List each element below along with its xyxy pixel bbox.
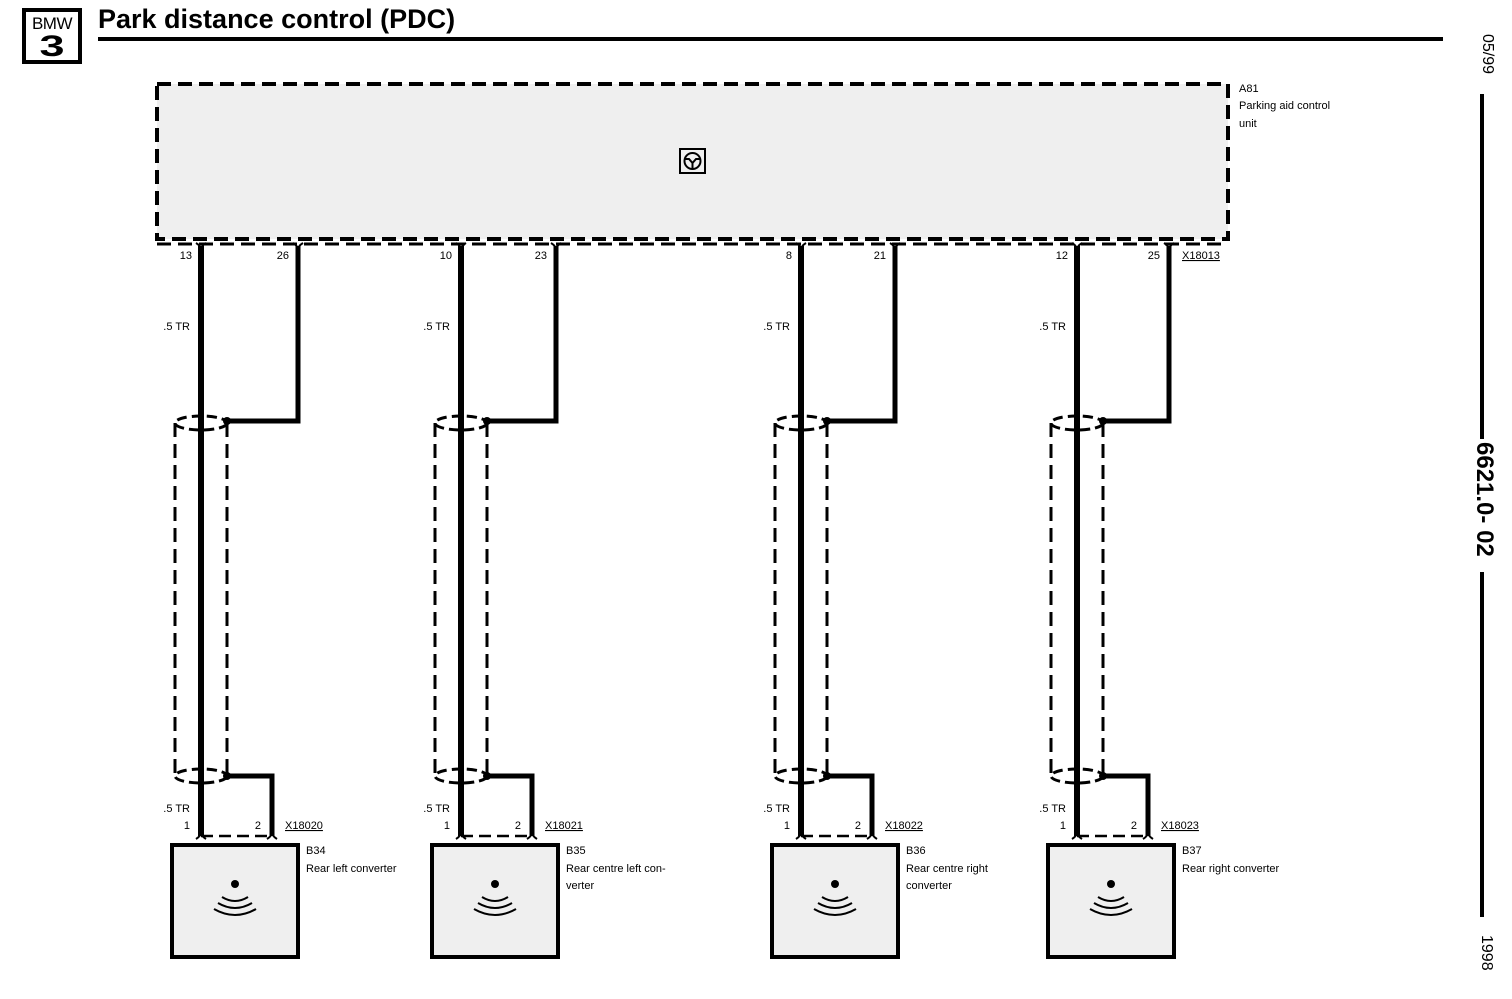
control-unit-id: A81 bbox=[1239, 83, 1259, 95]
wire-spec-label: .5 TR bbox=[763, 321, 790, 333]
pin-terminal bbox=[1071, 831, 1083, 840]
unit-pin-label: 12 bbox=[1056, 250, 1068, 262]
wire-shield-top[interactable] bbox=[1103, 246, 1172, 424]
sidebar-doc-number: 6621.0- 02 bbox=[1471, 442, 1498, 557]
control-unit-name-line1: Parking aid control bbox=[1239, 100, 1330, 112]
pin-terminal bbox=[866, 831, 878, 840]
sensor-pin-label: 2 bbox=[1131, 820, 1137, 832]
wire-shield-top[interactable] bbox=[227, 246, 301, 424]
pin-terminal bbox=[292, 242, 304, 251]
sensor-pin-label: 1 bbox=[444, 820, 450, 832]
sensor-pin-label: 2 bbox=[255, 820, 261, 832]
title-rule bbox=[98, 37, 1443, 41]
pin-terminal bbox=[195, 831, 207, 840]
sensor-name-line2: converter bbox=[906, 880, 952, 892]
sensor-pin-label: 2 bbox=[855, 820, 861, 832]
pin-terminal bbox=[266, 831, 278, 840]
pin-terminal bbox=[1071, 242, 1083, 251]
pin-terminal bbox=[195, 242, 207, 251]
ultrasonic-sensor-icon bbox=[813, 880, 857, 916]
control-unit-name-line2: unit bbox=[1239, 118, 1257, 130]
pin-terminal bbox=[526, 831, 538, 840]
sensor-body[interactable] bbox=[770, 843, 900, 959]
pin-terminal bbox=[1142, 831, 1154, 840]
shield-drain-dot-top bbox=[223, 417, 231, 425]
wire-shield-bottom[interactable] bbox=[827, 773, 875, 836]
shield-drain-dot-top bbox=[1099, 417, 1107, 425]
wire-spec-label: .5 TR bbox=[163, 803, 190, 815]
sensor-pin-label: 1 bbox=[184, 820, 190, 832]
sensor-connector-label: X18020 bbox=[285, 820, 323, 832]
pin-terminal bbox=[455, 831, 467, 840]
shield-drain-dot-bottom bbox=[823, 772, 831, 780]
sensor-name-line1: Rear centre left con- bbox=[566, 863, 666, 875]
unit-pin-label: 21 bbox=[874, 250, 886, 262]
wire-spec-label: .5 TR bbox=[763, 803, 790, 815]
sensor-id-label: B36 bbox=[906, 845, 926, 857]
pin-terminal bbox=[550, 242, 562, 251]
sidebar-date: 05/99 bbox=[1479, 34, 1496, 75]
unit-pin-label: 10 bbox=[440, 250, 452, 262]
unit-pin-label: 26 bbox=[277, 250, 289, 262]
shield-drain-dot-bottom bbox=[1099, 772, 1107, 780]
ultrasonic-sensor-icon bbox=[473, 880, 517, 916]
sensor-pin-label: 1 bbox=[784, 820, 790, 832]
pin-terminal bbox=[889, 242, 901, 251]
sensor-name-line1: Rear left converter bbox=[306, 863, 397, 875]
shield-drain-dot-top bbox=[823, 417, 831, 425]
wire-shield-top[interactable] bbox=[827, 246, 898, 424]
wire-spec-label: .5 TR bbox=[1039, 803, 1066, 815]
wire-spec-label: .5 TR bbox=[163, 321, 190, 333]
wire-shield-top[interactable] bbox=[487, 246, 559, 424]
sidebar-year: 1998 bbox=[1478, 935, 1495, 971]
sensor-id-label: B34 bbox=[306, 845, 326, 857]
control-unit-a81[interactable]: A81 Parking aid control unit X18013 bbox=[155, 82, 1330, 262]
shield-drain-dot-bottom bbox=[483, 772, 491, 780]
page-title: Park distance control (PDC) bbox=[98, 4, 456, 34]
sensor-connector-label: X18023 bbox=[1161, 820, 1199, 832]
unit-pin-label: 25 bbox=[1148, 250, 1160, 262]
ultrasonic-sensor-icon bbox=[213, 880, 257, 916]
sensor-name-line1: Rear right converter bbox=[1182, 863, 1280, 875]
wire-shield-bottom[interactable] bbox=[227, 773, 275, 836]
sensor-name-line1: Rear centre right bbox=[906, 863, 988, 875]
pin-terminal bbox=[1163, 242, 1175, 251]
sensor-body[interactable] bbox=[1046, 843, 1176, 959]
wire-shield-bottom[interactable] bbox=[1103, 773, 1151, 836]
steering-wheel-icon bbox=[679, 148, 706, 174]
sensor-connector-label: X18021 bbox=[545, 820, 583, 832]
sensor-name-line2: verter bbox=[566, 880, 594, 892]
unit-pin-label: 8 bbox=[786, 250, 792, 262]
wire-shield-bottom[interactable] bbox=[487, 773, 535, 836]
unit-pin-label: 13 bbox=[180, 250, 192, 262]
pin-terminal bbox=[455, 242, 467, 251]
sensor-id-label: B35 bbox=[566, 845, 586, 857]
pin-terminal bbox=[795, 831, 807, 840]
bmw-series-logo: BMW 3 bbox=[22, 8, 82, 64]
sensor-id-label: B37 bbox=[1182, 845, 1202, 857]
sensor-pin-label: 2 bbox=[515, 820, 521, 832]
sidebar-rule-bottom bbox=[1480, 572, 1484, 917]
pin-terminal bbox=[795, 242, 807, 251]
logo-brand: BMW bbox=[31, 14, 73, 33]
shield-drain-dot-bottom bbox=[223, 772, 231, 780]
sensor-connector-label: X18022 bbox=[885, 820, 923, 832]
wire-spec-label: .5 TR bbox=[423, 321, 450, 333]
wire-spec-label: .5 TR bbox=[1039, 321, 1066, 333]
control-unit-dashed-border bbox=[155, 82, 1230, 241]
sidebar-rule-top bbox=[1480, 94, 1484, 439]
sensor-pin-label: 1 bbox=[1060, 820, 1066, 832]
logo-series: 3 bbox=[39, 30, 65, 63]
unit-pin-label: 23 bbox=[535, 250, 547, 262]
shield-drain-dot-top bbox=[483, 417, 491, 425]
wire-spec-label: .5 TR bbox=[423, 803, 450, 815]
ultrasonic-sensor-icon bbox=[1089, 880, 1133, 916]
connector-label-x18013: X18013 bbox=[1182, 250, 1220, 262]
